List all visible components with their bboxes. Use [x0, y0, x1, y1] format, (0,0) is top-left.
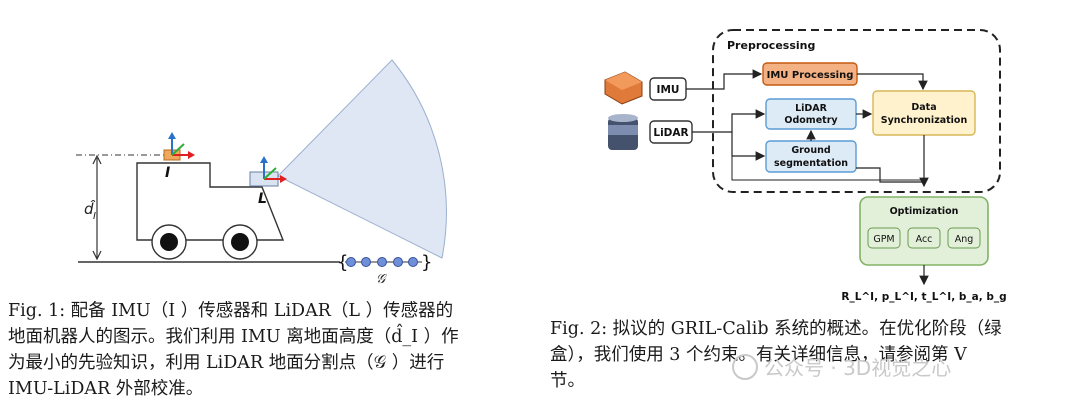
- imu-label: I: [165, 165, 170, 181]
- svg-text:Ground: Ground: [791, 145, 830, 156]
- robot-body: [136, 162, 285, 241]
- svg-text:{: {: [337, 252, 348, 273]
- svg-text:}: }: [421, 252, 432, 273]
- preprocessing-region: [712, 29, 1001, 193]
- svg-text:segmentation: segmentation: [774, 158, 848, 169]
- lidar-label: L: [258, 191, 267, 207]
- preprocessing-label: Preprocessing: [727, 39, 815, 52]
- wheel-left: [151, 224, 187, 260]
- svg-text:I: I: [93, 211, 96, 222]
- ground-points: { }: [337, 252, 432, 273]
- imu-device-icon: [604, 71, 643, 105]
- svg-text:Odometry: Odometry: [784, 115, 838, 126]
- robot-figure: d̂ I I L { } 𝒢: [76, 59, 447, 287]
- arrow-segmentation-to-optimization: [856, 167, 922, 183]
- data-sync-box: [872, 90, 976, 136]
- caption-1-line-2: 地面机器人的图示。我们利用 IMU 离地面高度（d̂_I ）作: [8, 327, 459, 347]
- caption-2-line-1: Fig. 2: 拟议的 GRIL-Calib 系统的概述。在优化阶段（绿: [550, 319, 1002, 339]
- svg-text:IMU: IMU: [657, 84, 680, 96]
- lidar-device-icon: [608, 114, 638, 150]
- arrow-lidar-bypass: [731, 156, 922, 181]
- arrow-imu-to-processing: [686, 69, 763, 90]
- svg-text:LiDAR: LiDAR: [795, 103, 828, 114]
- watermark: 公众号 · 3D视觉之心: [732, 352, 951, 381]
- ang-constraint-box: [947, 227, 981, 249]
- svg-text:Acc: Acc: [916, 234, 933, 245]
- figure-2-caption: Fig. 2: 拟议的 GRIL-Calib 系统的概述。在优化阶段（绿 盒），…: [550, 316, 1002, 394]
- svg-text:Ang: Ang: [955, 234, 974, 245]
- arrow-lidar-to-odometry: [692, 109, 766, 133]
- svg-text:Synchronization: Synchronization: [881, 115, 968, 126]
- caption-1-line-3: 为最小的先验知识，利用 LiDAR 地面分割点（𝒢 ）进行: [8, 353, 445, 373]
- gpm-constraint-box: [867, 227, 901, 249]
- figure-1-caption: Fig. 1: 配备 IMU（I ）传感器和 LiDAR（L ）传感器的 地面机…: [8, 298, 459, 402]
- svg-text:Data: Data: [911, 102, 936, 113]
- acc-constraint-box: [907, 227, 941, 249]
- ground-set-label: 𝒢: [376, 272, 388, 287]
- wechat-icon: [732, 354, 758, 380]
- svg-text:Optimization: Optimization: [890, 206, 959, 217]
- svg-text:LiDAR: LiDAR: [653, 127, 688, 139]
- svg-text:IMU Processing: IMU Processing: [767, 70, 854, 81]
- wheel-right: [222, 224, 258, 260]
- caption-2-line-3: 节。: [550, 371, 585, 391]
- caption-1-line-1: Fig. 1: 配备 IMU（I ）传感器和 LiDAR（L ）传感器的: [8, 301, 454, 321]
- arrow-processing-to-sync: [857, 73, 928, 91]
- output-parameters: R_L^I, p_L^I, t_L^I, b_a, b_g: [841, 291, 1006, 303]
- caption-2-line-2: 盒），我们使用 3 个约束。有关详细信息，请参阅第 V: [550, 345, 967, 365]
- svg-text:GPM: GPM: [873, 234, 894, 245]
- lidar-fov-wedge: [277, 59, 447, 259]
- arrow-lidar-to-segmentation: [731, 132, 766, 161]
- caption-1-line-4: IMU-LiDAR 外部校准。: [8, 379, 204, 399]
- height-label: d̂: [84, 199, 96, 218]
- system-diagram: Preprocessing IMU LiDAR IMU Processing L…: [604, 29, 1007, 303]
